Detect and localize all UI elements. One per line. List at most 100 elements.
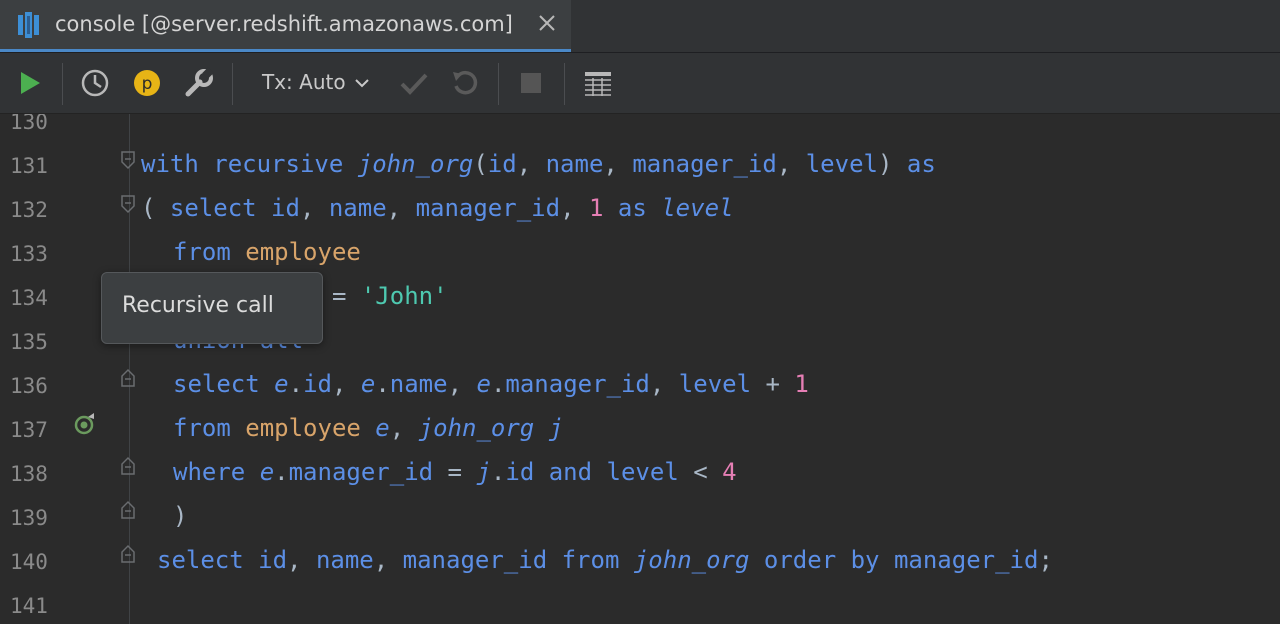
line-number: 133 bbox=[10, 242, 48, 266]
code-token: where bbox=[173, 458, 260, 486]
tab-console[interactable]: console [@server.redshift.amazonaws.com] bbox=[0, 0, 571, 52]
code-token: manager_id bbox=[415, 194, 561, 222]
line-number: 136 bbox=[10, 374, 48, 398]
line-number: 141 bbox=[10, 594, 48, 618]
line-number: 135 bbox=[10, 330, 48, 354]
code-token: , bbox=[560, 194, 589, 222]
code-token: john_org j bbox=[418, 414, 564, 442]
line-number: 134 bbox=[10, 286, 48, 310]
code-token: 1 bbox=[794, 370, 809, 398]
code-token: , bbox=[776, 150, 806, 178]
code-line: ( select id, name, manager_id, 1 as leve… bbox=[141, 194, 733, 222]
code-token: e bbox=[375, 414, 390, 442]
code-token: from bbox=[547, 546, 634, 574]
code-token: , bbox=[299, 194, 329, 222]
code-token: john_org bbox=[357, 150, 474, 178]
code-token: ; bbox=[1038, 546, 1053, 574]
toolbar-separator bbox=[62, 63, 63, 105]
code-token: id bbox=[303, 370, 332, 398]
code-line: where e.manager_id = j.id and level < 4 bbox=[173, 458, 737, 486]
recursive-call-icon[interactable] bbox=[72, 411, 98, 437]
code-token: j bbox=[476, 458, 491, 486]
code-token: < bbox=[678, 458, 723, 486]
line-number: 139 bbox=[10, 506, 48, 530]
code-token: employee bbox=[245, 238, 361, 266]
toolbar-separator bbox=[498, 63, 499, 105]
code-token: ) bbox=[877, 150, 907, 178]
fold-marker-icon[interactable] bbox=[120, 456, 136, 476]
fold-marker-icon[interactable] bbox=[120, 544, 136, 564]
code-token: 4 bbox=[722, 458, 737, 486]
code-token: as bbox=[906, 150, 936, 178]
close-icon[interactable] bbox=[536, 12, 558, 34]
svg-text:p: p bbox=[142, 74, 153, 94]
stop-icon[interactable] bbox=[518, 66, 544, 100]
toolbar-separator bbox=[564, 63, 565, 105]
code-line: from employee e, john_org j bbox=[173, 414, 563, 442]
code-token: employee bbox=[245, 414, 376, 442]
code-token: select id bbox=[169, 194, 300, 222]
line-number: 140 bbox=[10, 550, 48, 574]
code-token: e bbox=[360, 370, 376, 398]
code-token: id bbox=[487, 150, 517, 178]
code-token: = bbox=[317, 282, 361, 310]
code-token: select id bbox=[157, 546, 288, 574]
code-token: ( bbox=[141, 194, 170, 222]
commit-icon[interactable] bbox=[398, 66, 430, 100]
code-token: . bbox=[490, 370, 506, 398]
code-token: e bbox=[259, 458, 275, 486]
code-token: level bbox=[678, 370, 752, 398]
code-token: . bbox=[274, 458, 289, 486]
table-output-icon[interactable] bbox=[583, 66, 613, 100]
code-token: + bbox=[751, 370, 795, 398]
code-token: name bbox=[389, 370, 448, 398]
indent-guide bbox=[129, 114, 130, 624]
code-token: manager_id bbox=[505, 370, 650, 398]
code-token: , bbox=[447, 370, 477, 398]
code-line: from employee bbox=[173, 238, 361, 266]
tooltip-text: Recursive call bbox=[122, 293, 274, 318]
fold-marker-icon[interactable] bbox=[120, 194, 136, 214]
line-number: 137 bbox=[10, 418, 48, 442]
fold-marker-icon[interactable] bbox=[120, 150, 136, 170]
database-console-icon bbox=[18, 12, 39, 38]
code-token: with recursive bbox=[141, 150, 358, 178]
code-token: ) bbox=[173, 502, 188, 530]
code-token: john_org bbox=[633, 546, 750, 574]
history-icon[interactable] bbox=[80, 66, 110, 100]
chevron-down-icon bbox=[355, 79, 369, 88]
code-token: . bbox=[375, 370, 390, 398]
code-token: level bbox=[661, 194, 734, 222]
code-token: name bbox=[328, 194, 387, 222]
code-token: name bbox=[315, 546, 374, 574]
code-token: , bbox=[516, 150, 546, 178]
code-token: e bbox=[476, 370, 491, 398]
code-token: name bbox=[545, 150, 604, 178]
code-line: ) bbox=[173, 502, 187, 530]
code-token: , bbox=[603, 150, 633, 178]
code-token: manager_id bbox=[632, 150, 777, 178]
code-token: , bbox=[287, 546, 316, 574]
code-token: order by manager_id bbox=[749, 546, 1039, 574]
code-token: as bbox=[603, 194, 662, 222]
code-token: level bbox=[805, 150, 878, 178]
execute-icon[interactable] bbox=[16, 66, 44, 100]
parameters-icon[interactable]: p bbox=[132, 66, 162, 100]
editor-tab-bar: console [@server.redshift.amazonaws.com] bbox=[0, 0, 1280, 53]
rollback-icon[interactable] bbox=[450, 66, 480, 100]
code-token: , bbox=[386, 194, 416, 222]
transaction-mode-label: Tx: Auto bbox=[262, 70, 346, 94]
fold-marker-icon[interactable] bbox=[120, 368, 136, 388]
code-token: from bbox=[173, 238, 246, 266]
code-line: select id, name, manager_id from john_or… bbox=[157, 546, 1053, 574]
code-token: ( bbox=[473, 150, 488, 178]
wrench-icon[interactable] bbox=[184, 66, 214, 100]
fold-marker-icon[interactable] bbox=[120, 500, 136, 520]
recursive-call-tooltip: Recursive call bbox=[101, 272, 323, 344]
code-token: , bbox=[373, 546, 403, 574]
line-number: 130 bbox=[10, 114, 48, 134]
line-number: 131 bbox=[10, 154, 48, 178]
tab-title: console [@server.redshift.amazonaws.com] bbox=[55, 12, 513, 36]
code-token: 'John' bbox=[360, 282, 448, 310]
